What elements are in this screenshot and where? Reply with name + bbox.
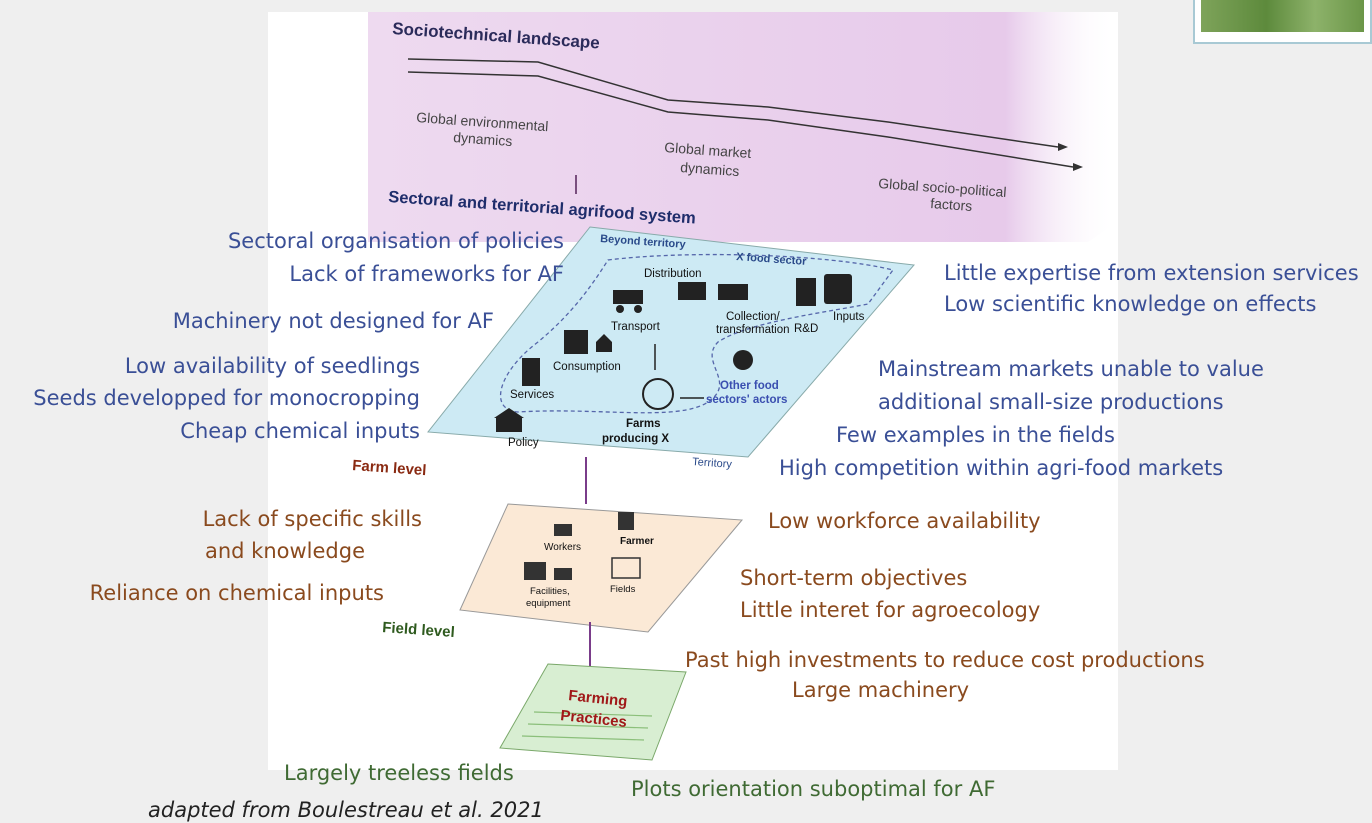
ann-treeless: Largely treeless fields <box>284 761 514 785</box>
consumption-building-icon <box>564 330 588 354</box>
ann-investments: Past high investments to reduce cost pro… <box>685 648 1205 672</box>
farm-plane <box>459 503 744 633</box>
farm-icon <box>642 378 674 410</box>
ann-expertise: Little expertise from extension services <box>944 261 1359 285</box>
ann-sectoral-policies: Sectoral organisation of policies <box>227 229 564 253</box>
farm-node-facilities-2: equipment <box>526 598 571 609</box>
practices-2: Practices <box>560 707 628 731</box>
workers-icon <box>554 524 572 536</box>
field-plane <box>499 663 687 761</box>
node-distribution: Distribution <box>644 268 702 280</box>
food-sector-label: X food sector <box>736 251 808 268</box>
people-icon <box>733 350 753 370</box>
house-icon <box>596 334 612 352</box>
ann-markets-1: Mainstream markets unable to value <box>878 357 1264 381</box>
ann-large-machinery: Large machinery <box>792 678 970 702</box>
transport-icon <box>613 290 643 304</box>
farm-node-farmer: Farmer <box>620 536 654 547</box>
landscape-line-1 <box>407 58 1059 148</box>
node-collection-1: Collection/ <box>726 311 780 323</box>
source-credit: adapted from Boulestreau et al. 2021 <box>148 798 544 822</box>
node-rd: R&D <box>794 323 818 335</box>
food-sector-boundary <box>500 253 895 414</box>
arrowhead-2 <box>1073 163 1083 171</box>
landscape-item-market-1: Global market <box>664 139 752 161</box>
ann-seeds: Seeds developped for monocropping <box>33 386 420 410</box>
diagram-panel: Sociotechnical landscape Global environm… <box>268 12 1118 770</box>
distribution-icon <box>678 282 706 300</box>
warehouse-icon <box>824 274 852 304</box>
farmer-icon <box>618 512 634 530</box>
corner-photo <box>1193 0 1372 44</box>
ann-competition: High competition within agri-food market… <box>779 456 1224 480</box>
wheel-icon <box>634 305 642 313</box>
node-farms-2: producing X <box>602 433 669 445</box>
arrowhead-1 <box>1058 143 1068 151</box>
node-other-2: sectors' actors <box>706 394 787 406</box>
landscape-item-market-2: dynamics <box>680 159 740 179</box>
services-icon <box>522 358 540 386</box>
farm-node-fields: Fields <box>610 584 636 595</box>
ann-seedlings: Low availability of seedlings <box>124 354 420 378</box>
node-services: Services <box>510 389 554 401</box>
wheel-icon <box>616 305 624 313</box>
rd-building-icon <box>796 278 816 306</box>
facilities-icon <box>524 562 546 580</box>
field-level-title: Field level <box>382 619 456 641</box>
policy-icon <box>496 418 522 432</box>
territory-label: Territory <box>692 456 733 471</box>
ann-lack-frameworks: Lack of frameworks for AF <box>289 262 564 286</box>
ann-scientific: Low scientific knowledge on effects <box>944 292 1317 316</box>
ann-skills-2: and knowledge <box>204 539 365 563</box>
landscape-item-env-2: dynamics <box>453 129 513 149</box>
ann-reliance: Reliance on chemical inputs <box>89 581 384 605</box>
node-policy: Policy <box>508 437 539 449</box>
node-transport: Transport <box>611 321 661 333</box>
ann-workforce: Low workforce availability <box>768 509 1041 533</box>
tractor-icon <box>554 568 572 580</box>
territory-plane <box>427 226 915 458</box>
node-inputs: Inputs <box>833 311 865 323</box>
capitol-icon <box>494 408 524 418</box>
practices-1: Farming <box>568 687 629 710</box>
field-rows <box>521 711 653 741</box>
ann-skills-1: Lack of specific skills <box>202 507 422 531</box>
node-farms-1: Farms <box>626 418 661 430</box>
grass-image <box>1201 0 1364 32</box>
ann-few-examples: Few examples in the fields <box>836 423 1115 447</box>
fields-icon <box>611 557 641 579</box>
farm-node-workers: Workers <box>544 542 581 553</box>
node-collection-2: transformation <box>716 324 790 336</box>
node-consumption: Consumption <box>553 361 621 373</box>
multilevel-diagram: Sociotechnical landscape Global environm… <box>352 12 1118 761</box>
landscape-item-socio-2: factors <box>930 195 973 214</box>
farm-level-title: Farm level <box>352 457 427 479</box>
ann-interet: Little interet for agroecology <box>740 598 1041 622</box>
farm-node-facilities-1: Facilities, <box>530 586 570 597</box>
landscape-band <box>368 12 1118 242</box>
node-other-1: Other food <box>720 380 779 392</box>
ann-plots: Plots orientation suboptimal for AF <box>631 777 996 801</box>
ann-machinery: Machinery not designed for AF <box>172 309 494 333</box>
farm-icons <box>524 512 641 580</box>
ann-chemical-cheap: Cheap chemical inputs <box>180 419 420 443</box>
territory-icons <box>494 274 852 432</box>
factory-icon <box>718 284 748 300</box>
landscape-line-2 <box>407 71 1074 168</box>
ann-short-term: Short-term objectives <box>740 566 968 590</box>
ann-markets-2: additional small-size productions <box>878 390 1224 414</box>
